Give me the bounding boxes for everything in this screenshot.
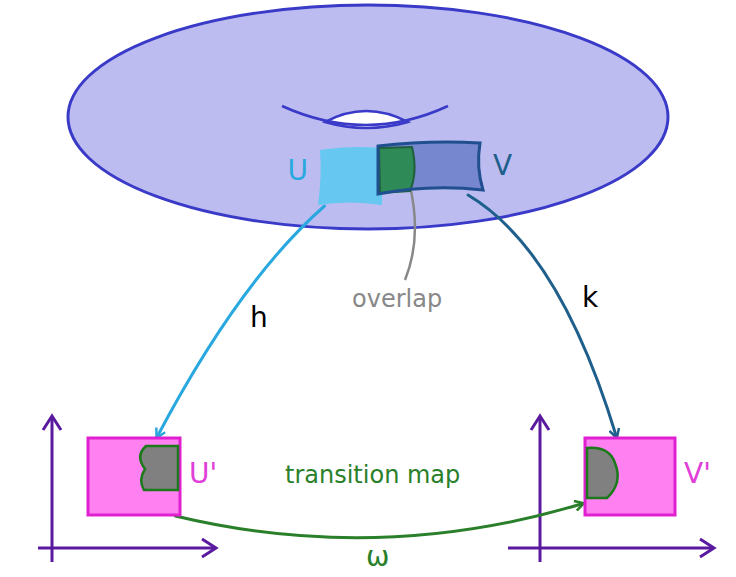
map-symbol: ω	[366, 541, 389, 573]
patch-shape	[318, 147, 383, 205]
region-label: V'	[684, 458, 711, 490]
map-label: k	[582, 282, 598, 314]
chart-region-u: U'	[88, 438, 180, 515]
chart-map-h	[157, 206, 325, 437]
region-label: V	[493, 150, 512, 182]
patch-shape	[378, 142, 484, 194]
chart-region-v: V'	[585, 438, 675, 515]
map-label: h	[250, 302, 268, 334]
patch-shape	[585, 438, 675, 515]
transition-map	[175, 503, 583, 537]
patch-v: V	[378, 142, 484, 194]
chart-map-k	[468, 195, 616, 437]
region-label: U	[288, 155, 309, 187]
region-label: U'	[189, 458, 217, 490]
patch-u: U	[318, 147, 383, 205]
overlap-label: overlap	[352, 286, 442, 314]
patch-shape	[88, 438, 180, 515]
map-label: transition map	[285, 462, 460, 490]
